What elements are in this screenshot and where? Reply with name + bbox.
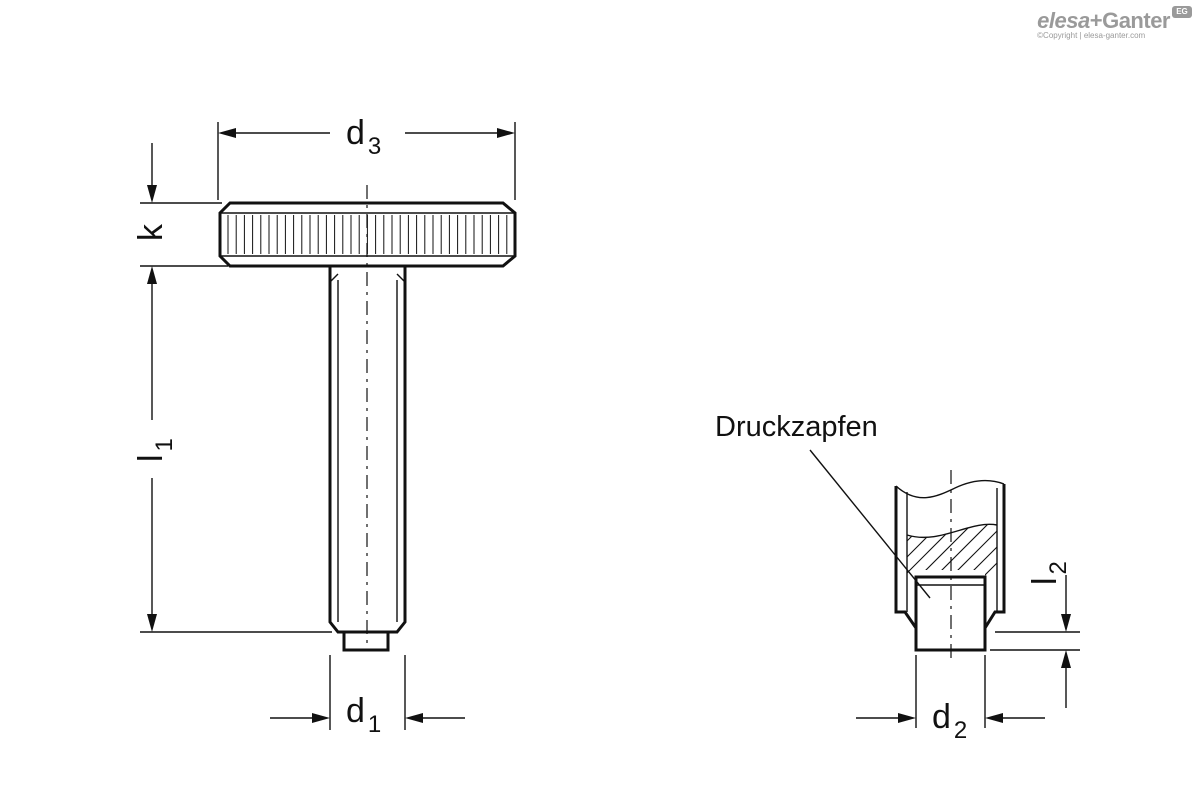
hatch-line xyxy=(1056,510,1146,600)
section-hatch xyxy=(784,510,1178,600)
hatch-line xyxy=(927,524,997,577)
elesa-ganter-logo: elesa+Ganter EG ©Copyright | elesa-gante… xyxy=(1037,6,1192,40)
label-l1: l1 xyxy=(132,438,178,462)
knurled-head xyxy=(218,201,517,268)
arrow-l2-bottom xyxy=(1061,650,1071,668)
brand-name: elesa+Ganter xyxy=(1037,8,1170,33)
callout-leader xyxy=(809,449,931,599)
thread-chamfer-right xyxy=(396,273,406,283)
arrow-d1-right xyxy=(405,713,423,723)
housing-left-wall xyxy=(894,486,918,629)
hatch-line xyxy=(1008,510,1098,600)
arrow-d1-left xyxy=(312,713,330,723)
pressure-pin-detail xyxy=(914,575,987,652)
hatch-line xyxy=(1024,510,1114,600)
break-line xyxy=(895,479,1005,499)
arrow-d3-right xyxy=(497,128,515,138)
arrow-k xyxy=(147,185,157,203)
arrow-l1-bottom xyxy=(147,614,157,632)
label-k: k xyxy=(132,223,170,241)
arrow-d2-right xyxy=(985,713,1003,723)
hatch-boundary xyxy=(906,523,998,539)
hatch-line xyxy=(1088,510,1178,600)
label-l2: l2 xyxy=(1026,561,1072,585)
hatch-line xyxy=(800,510,890,600)
pressure-pin xyxy=(342,632,390,652)
housing-right-wall xyxy=(983,484,1006,629)
copyright-text: ©Copyright | elesa-ganter.com xyxy=(1037,31,1146,40)
arrow-l1-top xyxy=(147,266,157,284)
hatch-line xyxy=(1072,510,1162,600)
callout-label: Druckzapfen xyxy=(715,411,878,443)
thread-chamfer-left xyxy=(329,273,339,283)
arrow-d3-left xyxy=(218,128,236,138)
arrow-d2-left xyxy=(898,713,916,723)
knurl-lines xyxy=(227,215,508,254)
hatch-line xyxy=(1040,510,1130,600)
brand-badge: EG xyxy=(1172,6,1192,18)
hatch-line xyxy=(784,510,874,600)
arrow-l2-top xyxy=(1061,614,1071,632)
hatch-line xyxy=(943,524,997,577)
hatch-line xyxy=(816,510,906,600)
